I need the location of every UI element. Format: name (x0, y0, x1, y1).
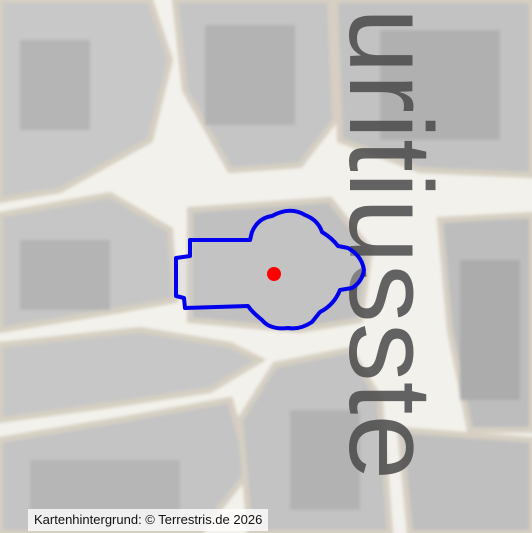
building (460, 260, 520, 400)
building (290, 410, 360, 510)
location-marker[interactable] (267, 267, 281, 281)
building (20, 240, 110, 310)
building-block (396, 426, 532, 533)
building-block (0, 326, 267, 424)
street-label: uritiusste (324, 8, 456, 480)
building (20, 40, 90, 130)
building (380, 30, 500, 140)
map-attribution: Kartenhintergrund: © Terrestris.de 2026 (28, 509, 269, 531)
building (205, 25, 295, 125)
